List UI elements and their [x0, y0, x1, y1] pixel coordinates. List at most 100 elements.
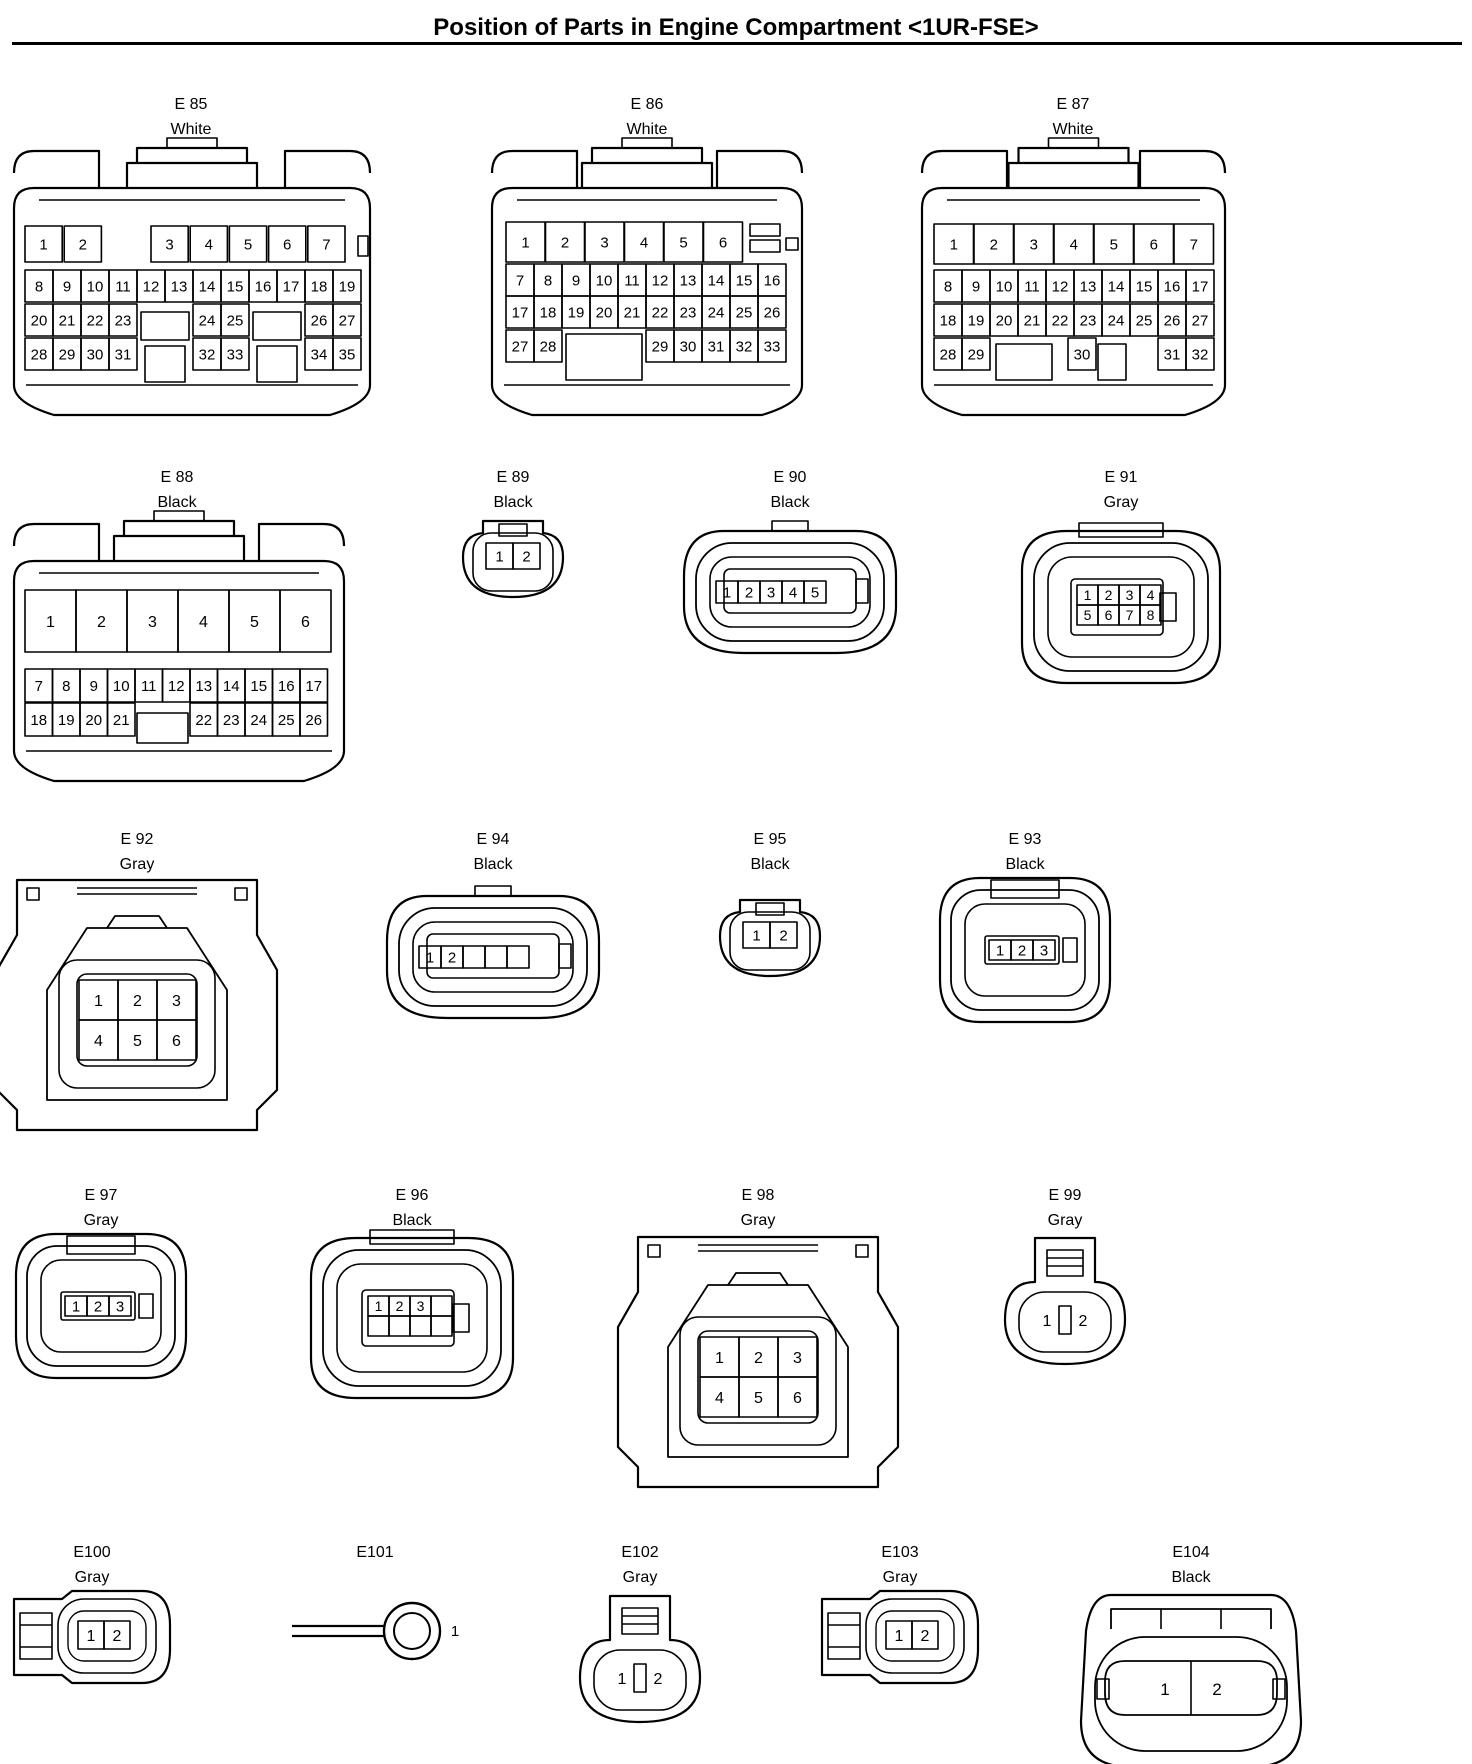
pin-number: 13 — [171, 278, 188, 295]
pin-cavity — [1185, 269, 1215, 303]
connector-id-label: E 89 — [497, 469, 530, 486]
pin-cavity — [533, 329, 563, 363]
pin-number: 19 — [339, 278, 356, 295]
pin-number: 11 — [624, 272, 640, 289]
pin-window — [984, 935, 1060, 965]
pin-number: 1 — [46, 614, 55, 631]
lock-tab — [498, 523, 528, 537]
pin-window — [361, 1289, 455, 1347]
pin-cavity — [1139, 604, 1162, 626]
page-title: Position of Parts in Engine Compartment … — [433, 14, 1039, 41]
inner-shell — [40, 1259, 162, 1353]
latch-outline — [106, 915, 168, 929]
pin-number: 32 — [1192, 346, 1209, 363]
inner-shell — [472, 532, 554, 592]
connector-id-label: E102 — [621, 1544, 658, 1561]
inner-shell — [57, 1598, 157, 1674]
pin-number: 21 — [113, 712, 130, 729]
pin-number: 2 — [1018, 942, 1026, 959]
connector-color-label: Black — [770, 494, 810, 511]
connector-id-label: E 87 — [1057, 96, 1090, 113]
latch-outline — [153, 510, 205, 521]
inner-shell — [964, 903, 1086, 997]
pin-number: 27 — [1192, 312, 1209, 329]
inner-shell — [593, 1649, 687, 1711]
connector-id-label: E 90 — [774, 469, 807, 486]
pin-number: 5 — [250, 614, 259, 631]
pin-number: 24 — [1108, 312, 1125, 329]
connector-id-label: E 99 — [1049, 1187, 1082, 1204]
pin-cavity — [103, 1620, 131, 1650]
key-rib — [855, 578, 869, 604]
pin-number: 35 — [339, 346, 356, 363]
key-rib — [558, 943, 572, 969]
pin-number: 29 — [968, 346, 985, 363]
ring-terminal — [382, 1601, 442, 1661]
housing-outline — [309, 1236, 515, 1400]
pin-number: 11 — [141, 678, 157, 695]
pin-cavity — [228, 225, 268, 263]
connector-id-label: E 85 — [175, 96, 208, 113]
pin-number: 1 — [72, 1298, 80, 1315]
connector-color-label: Gray — [1048, 1212, 1083, 1229]
housing-outline — [616, 1235, 900, 1489]
pin-number: 1 — [752, 927, 760, 944]
lock-tab — [66, 1235, 136, 1255]
pin-number: 12 — [143, 278, 160, 295]
housing-outline — [385, 894, 601, 1020]
pin-number: 2 — [113, 1628, 122, 1645]
pin-number: 1 — [451, 1623, 459, 1640]
pin-number: 15 — [736, 272, 753, 289]
pin-window — [60, 1291, 136, 1321]
inner-shell — [1033, 542, 1209, 672]
pin-number: 20 — [31, 312, 48, 329]
pin-number: 1 — [375, 1298, 383, 1314]
wire — [292, 1624, 385, 1638]
housing-ear — [490, 149, 579, 188]
inner-shell — [1094, 1636, 1288, 1752]
connector-id-label: E 88 — [161, 469, 194, 486]
pin-number: 16 — [278, 678, 295, 695]
lock-tab — [990, 879, 1060, 899]
pin-number: 22 — [652, 304, 669, 321]
pin-number: 7 — [1126, 607, 1134, 623]
pin-number: 20 — [85, 712, 102, 729]
lock-tab — [474, 885, 512, 897]
pin-cavity — [1185, 337, 1215, 371]
pin-cavity — [769, 921, 798, 949]
lock-tab — [755, 902, 785, 916]
mount-hole — [855, 1244, 869, 1258]
housing-outline — [461, 519, 565, 599]
housing-ear — [257, 522, 346, 561]
pin-number: 11 — [1024, 278, 1040, 295]
pin-cavity — [106, 702, 136, 737]
connector-color-label: Black — [750, 856, 790, 873]
pin-number: 5 — [133, 1033, 142, 1050]
key-slot — [252, 311, 302, 341]
rib — [77, 887, 197, 895]
pin-number: 14 — [708, 272, 725, 289]
connector-color-label: Black — [493, 494, 533, 511]
housing-outline — [1020, 529, 1222, 685]
pin-number: 17 — [283, 278, 300, 295]
pin-number: 2 — [1105, 587, 1113, 603]
pin-number: 7 — [1190, 236, 1198, 253]
pin-cavity — [108, 1295, 132, 1317]
pin-number: 4 — [789, 584, 797, 601]
pin-number: 9 — [90, 678, 98, 695]
pin-cavity — [961, 337, 991, 371]
connector-color-label: Black — [1005, 856, 1045, 873]
connector-id-label: E101 — [356, 1544, 393, 1561]
inner-shell — [709, 556, 871, 628]
pin-number: 16 — [1164, 278, 1181, 295]
pin-number: 22 — [87, 312, 104, 329]
pin-window — [1070, 578, 1164, 636]
key-rib — [452, 1303, 470, 1333]
pin-cavity — [267, 225, 307, 263]
pin-number: 26 — [305, 712, 322, 729]
